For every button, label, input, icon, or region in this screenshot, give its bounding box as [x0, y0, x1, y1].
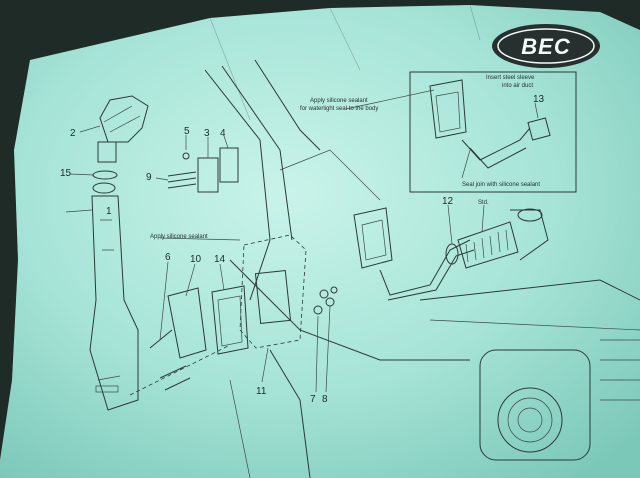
- callout-2: 2: [70, 128, 76, 139]
- callout-12: 12: [442, 196, 454, 207]
- leader-lines: [65, 89, 539, 393]
- air-duct-assembly: [353, 207, 549, 301]
- alignment-dash-line: [129, 344, 231, 396]
- callout-11: 11: [256, 386, 267, 397]
- callout-10: 10: [190, 254, 202, 265]
- callout-8: 8: [322, 394, 328, 405]
- snorkel-badge: [95, 385, 119, 393]
- snorkel-body: [89, 195, 139, 411]
- note-insert-sleeve-2: into air duct: [502, 83, 533, 89]
- callout-9: 9: [146, 172, 152, 183]
- gasket-and-plate: [167, 285, 249, 359]
- vehicle-body-outline: [204, 59, 470, 478]
- detail-inset: [409, 71, 577, 193]
- callout-5: 5: [184, 126, 190, 137]
- mounting-studs: [149, 329, 191, 391]
- note-apply-sealant-body-1: Apply silicone sealant: [310, 98, 368, 104]
- fender-template: [254, 270, 292, 324]
- note-apply-sealant-body-2: for waterlight seal to the body: [300, 106, 378, 112]
- callout-13: 13: [533, 94, 545, 105]
- note-insert-sleeve-1: Insert steel sleeve: [486, 75, 535, 81]
- bec-logo: BEC: [492, 24, 600, 68]
- paper-sheet: [0, 5, 640, 478]
- callout-4: 4: [220, 128, 226, 139]
- note-seal-join: Seal join with silicone sealant: [462, 182, 540, 188]
- callout-6: 6: [165, 252, 171, 263]
- instruction-notes: Apply silicone sealant for waterlight se…: [150, 75, 540, 240]
- engine-bay-outline: [419, 279, 640, 461]
- callout-14: 14: [214, 254, 226, 265]
- snorkel-head: [97, 95, 149, 163]
- callout-numbers: 1 2 3 4 5 6 7 8 9 10 11 12 13 14 15: [60, 94, 545, 405]
- note-std: Std.: [478, 200, 489, 206]
- callout-3: 3: [204, 128, 210, 139]
- callout-7: 7: [310, 394, 316, 405]
- callout-1: 1: [106, 206, 112, 217]
- paper-crease: [209, 4, 481, 121]
- note-apply-sealant: Apply silicone sealant: [150, 234, 208, 240]
- callout-15: 15: [60, 168, 72, 179]
- clamp-ring: [92, 182, 116, 194]
- logo-text: BEC: [521, 34, 571, 59]
